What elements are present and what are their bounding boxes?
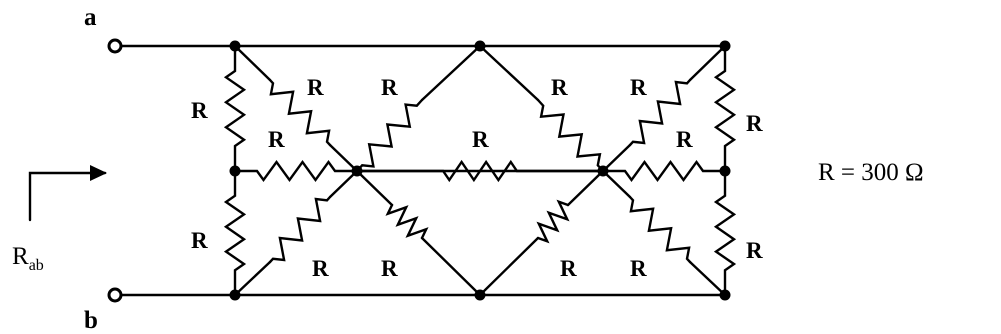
wire-seg (355, 169, 394, 207)
wire-seg (233, 44, 272, 82)
resistor-label: R (676, 127, 693, 152)
terminal-b-circle (107, 287, 123, 303)
resistor-group (223, 44, 737, 297)
resistor-label: R (746, 111, 763, 136)
resistor-label: R (381, 256, 398, 281)
resistance-value-label: R = 300 Ω (818, 159, 924, 186)
rab-arrow-line (28, 171, 107, 222)
wire-seg (233, 260, 272, 297)
wire-seg (478, 236, 540, 297)
junction-node (719, 40, 731, 52)
resistor-label: R (191, 228, 208, 253)
wire-seg (688, 44, 727, 82)
resistor-label: R (551, 75, 568, 100)
resistor-zigzag (223, 169, 247, 297)
junction-node (474, 289, 486, 301)
junction-node (351, 165, 363, 177)
terminal-a-circle (107, 38, 123, 54)
junction-node (474, 40, 486, 52)
resistor-label: R (746, 238, 763, 263)
resistor-labels: R R R R R R R R R R R R R R R (191, 75, 763, 281)
wire-seg (688, 260, 727, 297)
wire-seg (328, 143, 359, 173)
junction-node (229, 165, 241, 177)
resistor-zigzag (268, 195, 332, 264)
junction-node (719, 289, 731, 301)
rab-arrow-head (90, 165, 107, 181)
resistor-zigzag (223, 44, 247, 173)
resistor-label: R (307, 75, 324, 100)
resistor-label: R (630, 75, 647, 100)
wire-seg (478, 44, 540, 102)
resistor-label: R (560, 256, 577, 281)
resistor-label: R (630, 256, 647, 281)
junction-node (229, 40, 241, 52)
wire-seg (328, 169, 359, 199)
wire-seg (420, 44, 482, 102)
wire-seg (601, 169, 632, 199)
resistor-zigzag (628, 78, 692, 147)
wire-seg (601, 143, 632, 173)
resistor-label: R (381, 75, 398, 100)
junction-node (229, 289, 241, 301)
resistor-zigzag (355, 98, 424, 173)
resistor-zigzag (628, 195, 692, 264)
resistor-zigzag (601, 159, 727, 183)
resistor-zigzag (713, 169, 737, 297)
resistor-zigzag (268, 78, 332, 147)
rab-label: Rab (12, 243, 44, 274)
junction-node (597, 165, 609, 177)
junction-node (719, 165, 731, 177)
terminal-a-label: a (84, 4, 97, 31)
resistor-zigzag (536, 199, 570, 244)
resistor-zigzag (355, 159, 605, 183)
resistor-label: R (472, 127, 489, 152)
resistor-zigzag (233, 159, 359, 183)
wire-seg (420, 236, 482, 297)
resistor-label: R (268, 127, 285, 152)
resistor-zigzag (385, 203, 429, 240)
wire-seg (566, 169, 605, 207)
resistor-label: R (191, 98, 208, 123)
resistor-label: R (312, 256, 329, 281)
resistor-zigzag (713, 44, 737, 173)
terminal-b-label: b (84, 307, 98, 334)
junction-nodes (229, 40, 731, 301)
resistor-zigzag (536, 98, 605, 173)
